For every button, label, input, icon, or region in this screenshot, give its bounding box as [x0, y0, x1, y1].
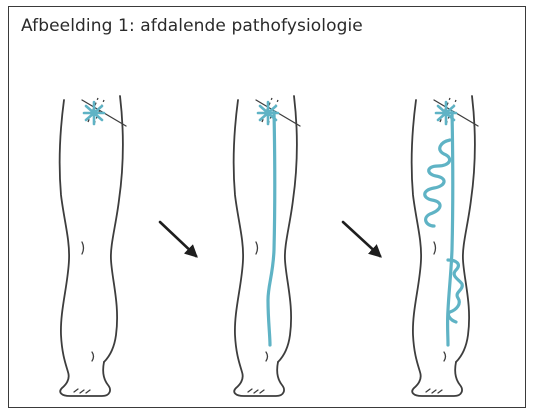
progression-arrow-1: [160, 222, 196, 256]
leg-panel-1: [60, 96, 126, 396]
varicose-thigh-branch: [425, 140, 450, 226]
leg-panel-3: [412, 96, 478, 396]
saphenofemoral-junction-icon: [256, 98, 300, 126]
saphenofemoral-junction-icon: [82, 98, 126, 126]
leg-panel-2: [234, 96, 300, 396]
progression-arrow-2: [343, 222, 380, 256]
saphenofemoral-junction-icon: [434, 98, 478, 126]
incompetent-vein: [268, 112, 275, 345]
